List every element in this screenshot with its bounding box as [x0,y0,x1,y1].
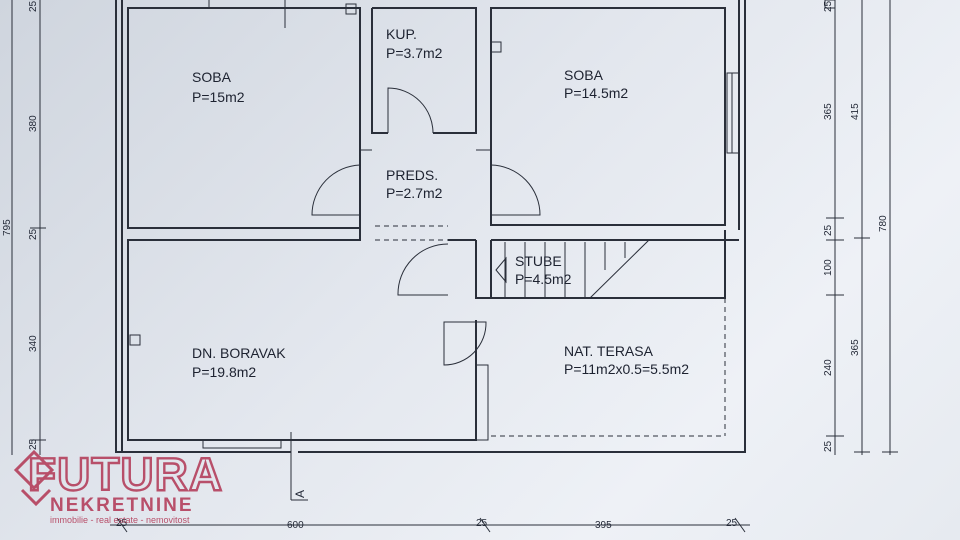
logo-name: FUTURA [28,448,223,500]
duct-square [129,334,141,346]
logo-tagline: immobilie - real estate - nemovitost [50,515,190,525]
dim-right-25-top: 25 [823,0,834,12]
room-kup-name: KUP. [386,26,417,42]
logo-subtitle: NEKRETNINE [50,495,194,516]
dim-bottom-600: 600 [287,520,304,531]
dim-bottom-25-left: 25 [116,518,128,529]
dim-left-380: 380 [28,115,39,132]
dim-left-25-mid: 25 [28,228,39,240]
duct-square [490,41,502,53]
dim-right-365-lower: 365 [850,339,861,356]
dim-bottom-25-mid: 25 [476,518,488,529]
logo-diamond-icon [13,449,55,491]
dim-left-top: 25 [28,0,39,12]
dim-right-365: 365 [823,103,834,120]
door-swings [311,87,541,366]
room-stube-area: P=4.5m2 [515,271,572,287]
dimension-lines [11,0,898,533]
dim-bottom-25-right: 25 [726,518,738,529]
room-kup-area: P=3.7m2 [386,45,443,61]
room-soba-left-name: SOBA [192,69,232,85]
room-soba-right-name: SOBA [564,67,604,83]
room-boravak-name: DN. BORAVAK [192,345,286,361]
room-preds-area: P=2.7m2 [386,185,443,201]
dim-right-415: 415 [850,103,861,120]
dim-left-340: 340 [28,335,39,352]
dim-right-100: 100 [823,259,834,276]
section-marker-a: A [293,490,307,498]
dim-left-25-bottom: 25 [28,438,39,450]
dim-right-780: 780 [878,215,889,232]
duct-square [345,3,357,15]
dim-left-795: 795 [2,219,13,236]
room-terasa-area: P=11m2x0.5=5.5m2 [564,361,689,377]
outer-walls [115,0,746,453]
section-line [290,432,308,501]
dim-right-25-bottom: 25 [823,440,834,452]
room-preds-name: PREDS. [386,167,438,183]
window-right [726,72,740,154]
staircase [495,239,650,299]
dim-bottom-395: 395 [595,520,612,531]
room-soba-left-area: P=15m2 [192,89,245,105]
room-stube-name: STUBE [515,253,562,269]
futura-logo: FUTURA NEKRETNINE immobilie - real estat… [13,447,223,525]
room-terasa-name: NAT. TERASA [564,343,654,359]
room-walls [127,0,836,441]
window-bottom [202,439,282,449]
room-soba-right-area: P=14.5m2 [564,85,628,101]
dim-right-240: 240 [823,359,834,376]
dim-right-25-mid: 25 [823,224,834,236]
door-frame [475,364,489,441]
room-boravak-area: P=19.8m2 [192,364,256,380]
